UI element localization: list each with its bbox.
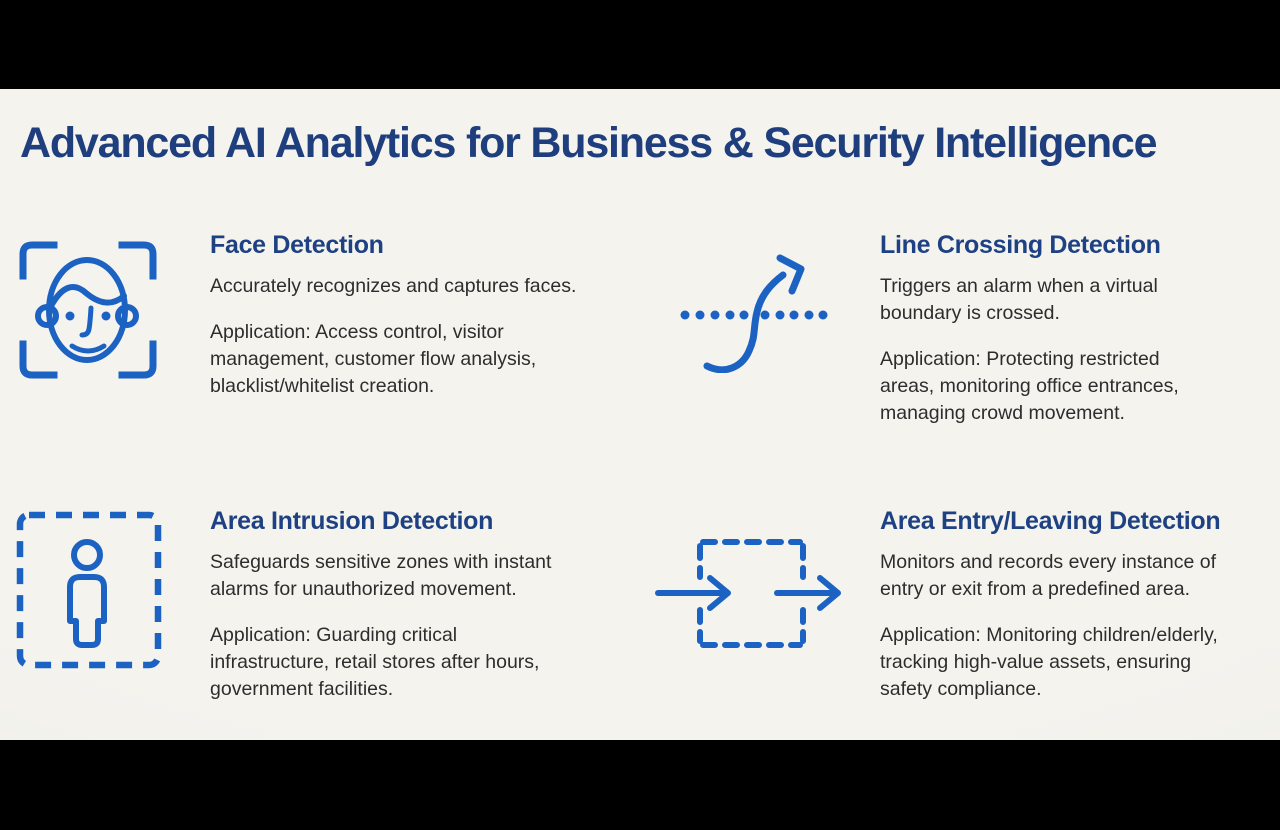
page-title: Advanced AI Analytics for Business & Sec… xyxy=(20,118,1158,167)
feature-card-area-intrusion: Area Intrusion Detection Safeguards sens… xyxy=(210,506,650,722)
line-crossing-icon xyxy=(680,248,845,373)
face-scan-icon xyxy=(14,236,162,384)
feature-card-area-entry-leaving: Area Entry/Leaving Detection Monitors an… xyxy=(880,506,1280,722)
feature-application: Application: Monitoring children/elderly… xyxy=(880,624,1218,700)
feature-application: Application: Guarding critical infrastru… xyxy=(210,624,540,700)
feature-card-line-crossing: Line Crossing Detection Triggers an alar… xyxy=(880,230,1250,446)
slide: Advanced AI Analytics for Business & Sec… xyxy=(0,89,1280,740)
area-entry-leaving-icon xyxy=(655,533,855,663)
feature-description: Safeguards sensitive zones with instant … xyxy=(210,551,552,600)
feature-description: Monitors and records every instance of e… xyxy=(880,551,1216,600)
feature-application: Application: Protecting restricted areas… xyxy=(880,348,1179,424)
feature-card-face-detection: Face Detection Accurately recognizes and… xyxy=(210,230,650,419)
feature-description: Triggers an alarm when a virtual boundar… xyxy=(880,275,1158,324)
area-intrusion-icon xyxy=(16,511,162,669)
feature-description: Accurately recognizes and captures faces… xyxy=(210,275,577,297)
feature-application: Application: Access control, visitor man… xyxy=(210,321,537,397)
feature-title: Face Detection xyxy=(210,231,384,259)
feature-title: Area Entry/Leaving Detection xyxy=(880,507,1221,535)
feature-title: Area Intrusion Detection xyxy=(210,507,494,535)
feature-title: Line Crossing Detection xyxy=(880,231,1161,259)
letterbox-bottom xyxy=(0,740,1280,830)
letterbox-top xyxy=(0,0,1280,89)
